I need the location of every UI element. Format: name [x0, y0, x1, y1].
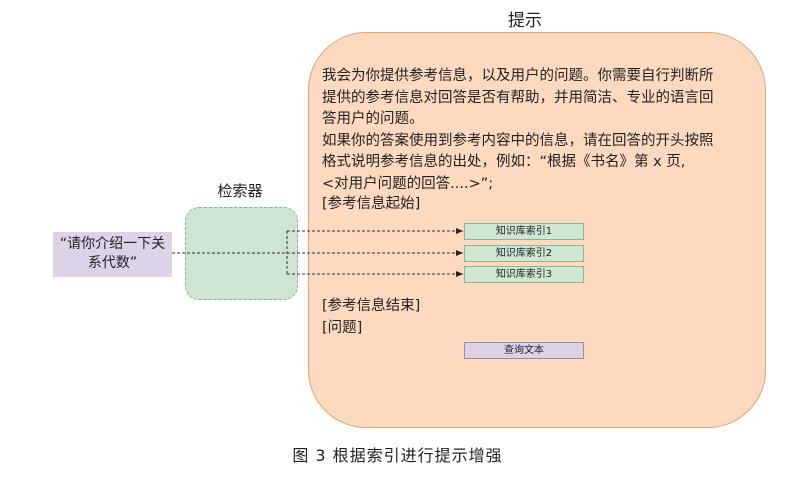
retriever-label: 检索器: [217, 182, 263, 200]
user-query-line: 系代数”: [87, 255, 138, 271]
question-label: [问题]: [322, 320, 363, 336]
prompt-line: <对用户问题的回答....>”;: [322, 175, 494, 192]
ref-start-label: [参考信息起始]: [322, 196, 421, 212]
prompt-line: 我会为你提供参考信息，以及用户的问题。你需要自行判断所: [322, 68, 714, 84]
user-query-box: “请你介绍一下关 系代数”: [53, 232, 172, 277]
figure-caption: 图 3 根据索引进行提示增强: [292, 446, 503, 465]
knowledge-index-2: 知识库索引2: [464, 245, 584, 262]
user-query-line: “请你介绍一下关: [59, 236, 166, 252]
prompt-line: 提供的参考信息对回答是否有帮助，并用简洁、专业的语言回: [322, 89, 714, 106]
prompt-line: 答用户的问题。: [322, 111, 424, 127]
ref-end-label: [参考信息结束]: [322, 298, 421, 314]
knowledge-index-1: 知识库索引1: [464, 223, 584, 240]
knowledge-index-3: 知识库索引3: [464, 266, 584, 283]
query-text-box: 查询文本: [464, 342, 584, 359]
prompt-instructions: 我会为你提供参考信息，以及用户的问题。你需要自行判断所 提供的参考信息对回答是否…: [322, 66, 752, 195]
prompt-line: 如果你的答案使用到参考内容中的信息，请在回答的开头按照: [322, 132, 714, 149]
prompt-line: 格式说明参考信息的出处，例如：“根据《书名》第 x 页,: [322, 154, 686, 170]
prompt-title: 提示: [508, 11, 542, 31]
